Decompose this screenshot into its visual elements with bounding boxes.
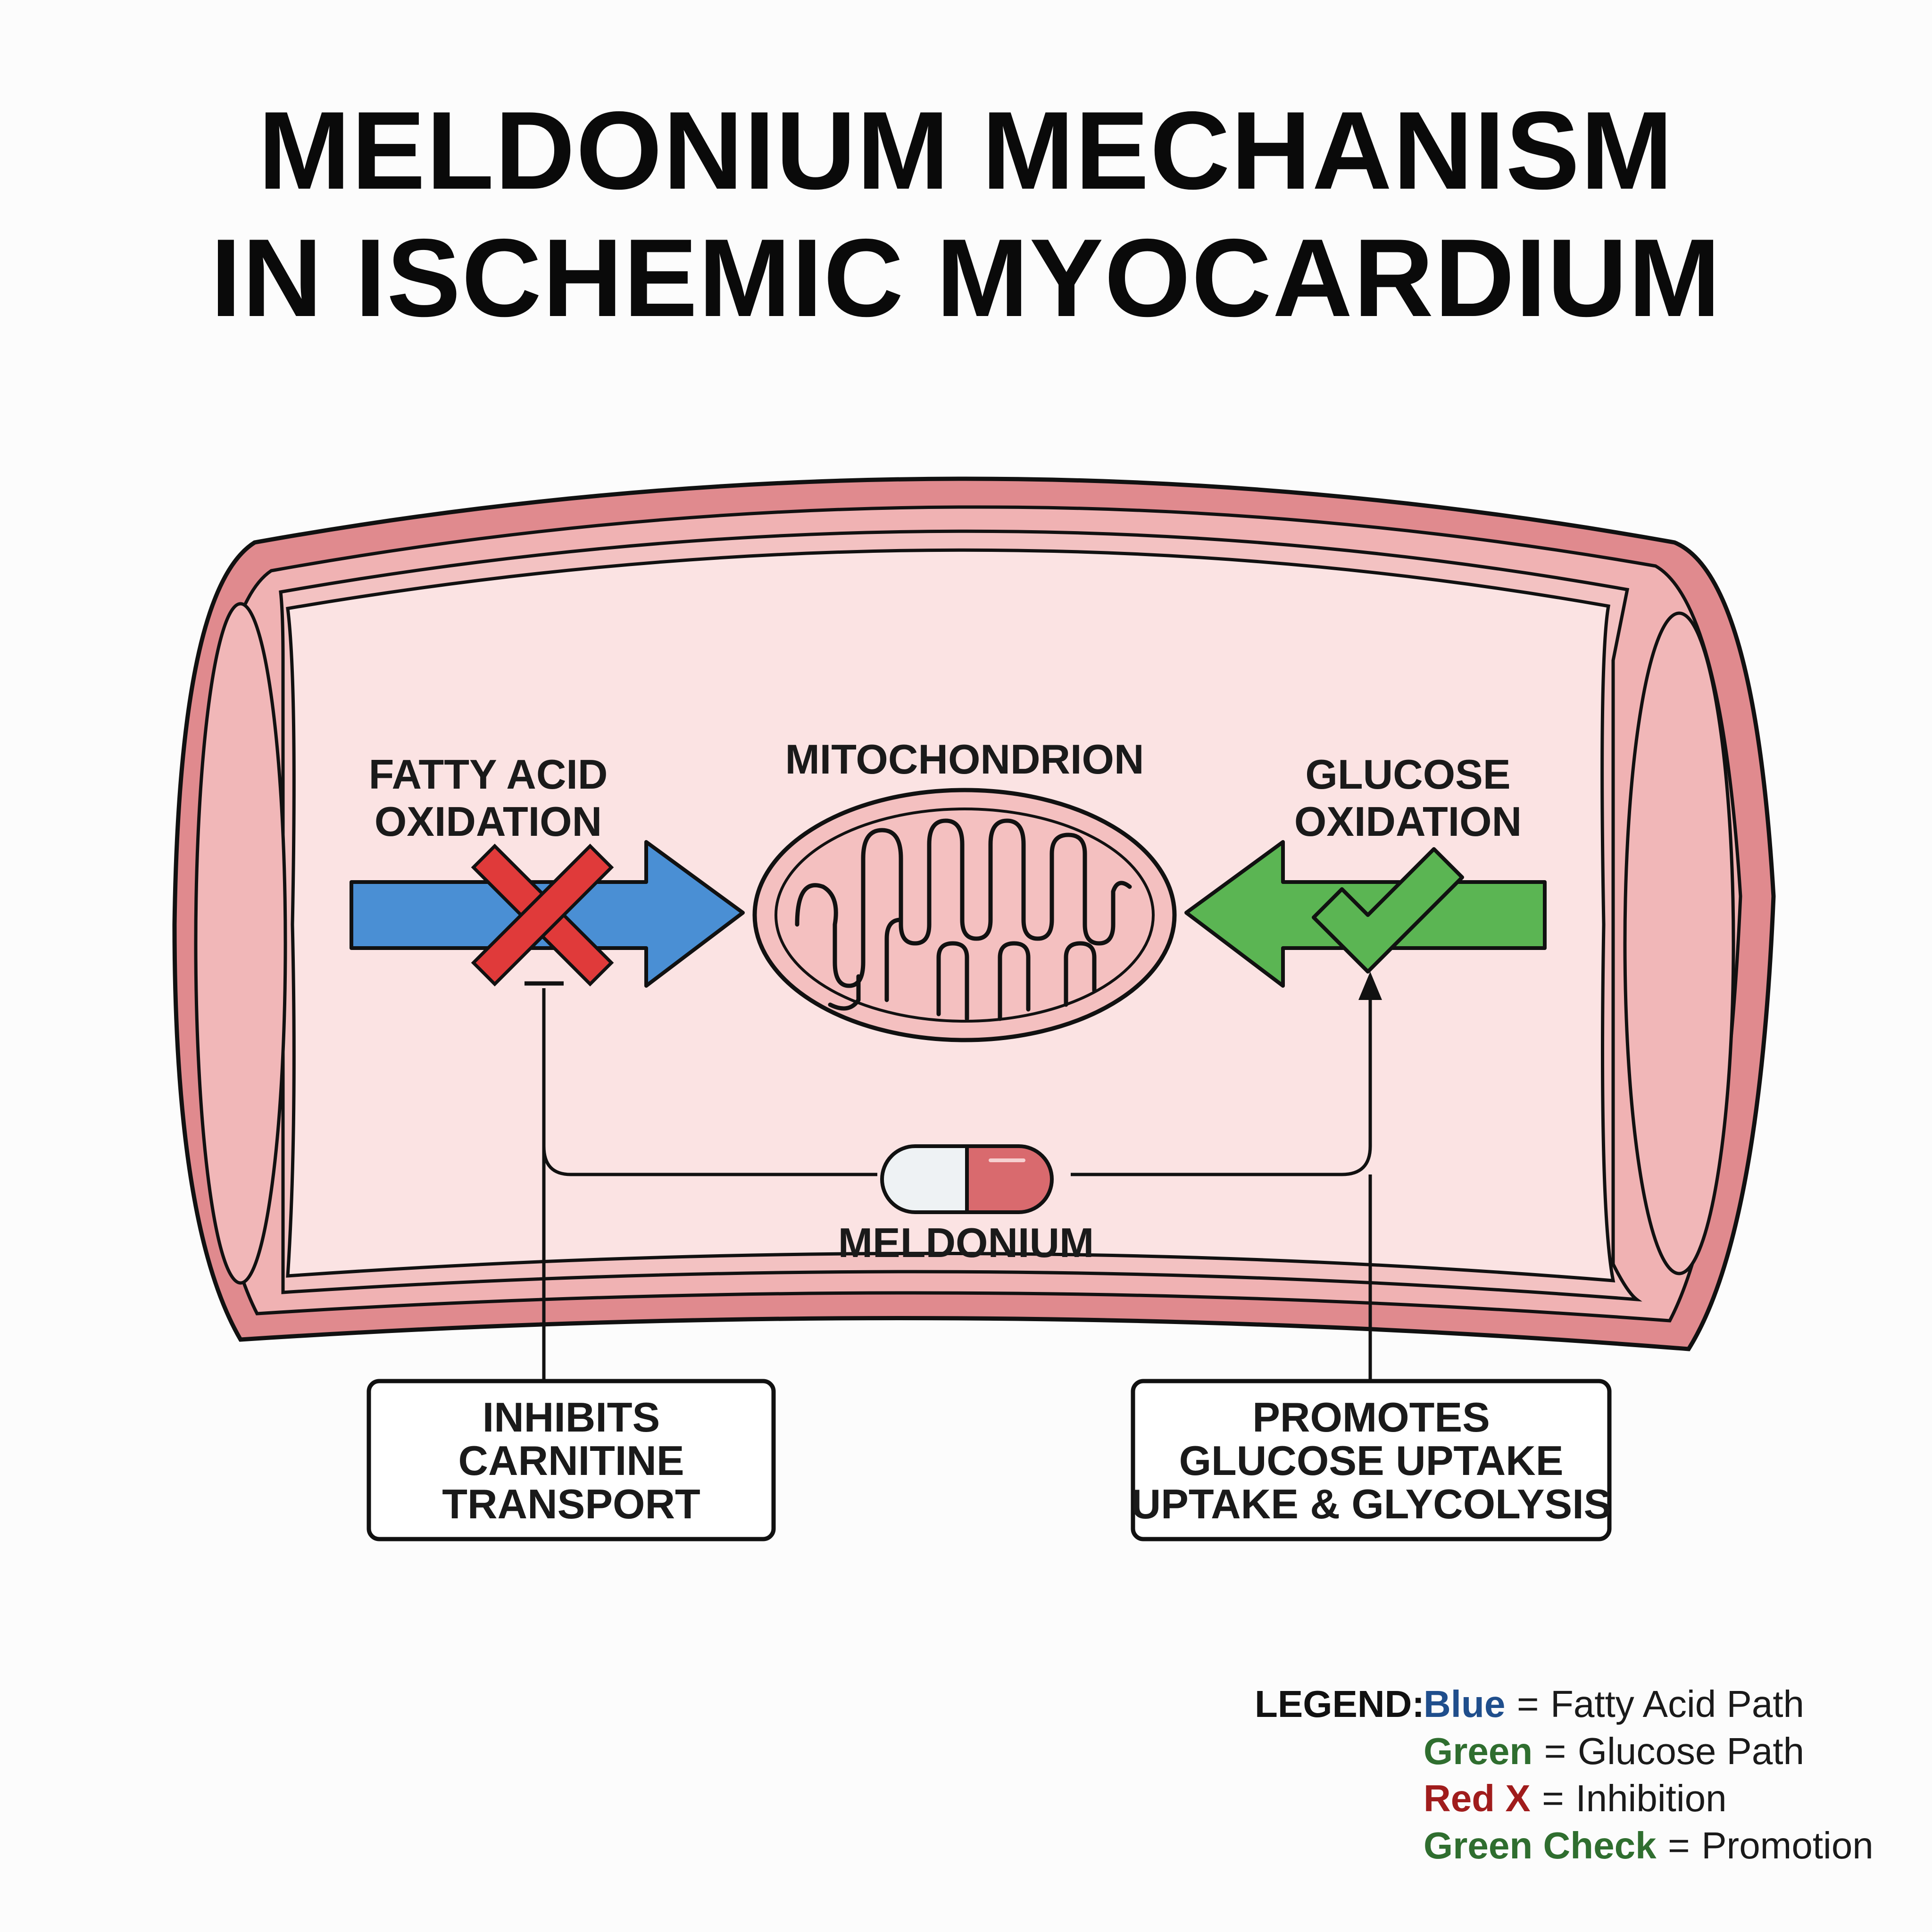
mitochondrion [752,788,1177,1042]
legend-equals: = [1517,1683,1539,1725]
fatty-acid-label-line-2: OXIDATION [375,798,602,845]
meldonium-pill-icon [880,1144,1054,1214]
inhibition-x-icon [471,843,614,987]
promotes-box-line-1: PROMOTES [1252,1394,1490,1441]
legend-key-green: Green [1424,1730,1532,1772]
cell-left-end [194,602,287,1285]
legend-heading: LEGEND: [1255,1683,1424,1725]
legend-equals: = [1544,1730,1566,1772]
legend-item-red-x: Red X = Inhibition [1424,1777,1727,1819]
inhibits-box-line-1: INHIBITS [483,1394,660,1441]
legend-equals: = [1542,1777,1564,1819]
glucose-label-line-1: GLUCOSE [1305,751,1510,798]
cell-right-end [1623,611,1735,1275]
mitochondrion-inner-membrane [774,808,1155,1023]
promotion-check-icon [1312,847,1464,974]
legend-item-green: Green = Glucose Path [1424,1730,1804,1772]
legend-equals: = [1668,1824,1690,1866]
glucose-label-line-2: OXIDATION [1294,798,1522,845]
legend-value-green-check: Promotion [1701,1824,1874,1866]
mitochondrion-cristae-lower [828,917,1097,1021]
pill-red-half [965,1144,1054,1214]
legend-item-green-check: Green Check = Promotion [1424,1824,1874,1866]
legend-key-blue: Blue [1424,1683,1505,1725]
fatty-acid-label-line-1: FATTY ACID [369,751,608,798]
legend-value-green: Glucose Path [1578,1730,1804,1772]
legend-key-green-check: Green Check [1424,1824,1657,1866]
promotes-box-line-2: GLUCOSE UPTAKE [1179,1437,1564,1484]
inhibits-carnitine-box: INHIBITS CARNITINE TRANSPORT [366,1379,776,1541]
inhibit-connector [525,981,877,1380]
inhibits-box-line-3: TRANSPORT [442,1481,700,1527]
legend-key-red-x: Red X [1424,1777,1531,1819]
title-line-2: IN ISCHEMIC MYOCARDIUM [210,216,1721,340]
meldonium-label: MELDONIUM [838,1219,1094,1266]
legend-value-blue: Fatty Acid Path [1550,1683,1804,1725]
inhibits-box-line-2: CARNITINE [458,1437,684,1484]
title-line-1: MELDONIUM MECHANISM [258,88,1674,212]
pill-white-half [880,1144,969,1214]
legend-item-blue: Blue = Fatty Acid Path [1424,1683,1804,1725]
mitochondrion-label: MITOCHONDRION [785,736,1144,783]
legend-value-red-x: Inhibition [1575,1777,1726,1819]
promotes-box-line-3: UPTAKE & GLYCOLYSIS [1131,1481,1612,1527]
legend: LEGEND: Blue = Fatty Acid Path Green = G… [1255,1683,1874,1866]
promotes-glucose-box: PROMOTES GLUCOSE UPTAKE UPTAKE & GLYCOLY… [1131,1379,1612,1541]
promote-connector [1071,972,1382,1380]
mitochondrion-cristae [795,818,1132,988]
